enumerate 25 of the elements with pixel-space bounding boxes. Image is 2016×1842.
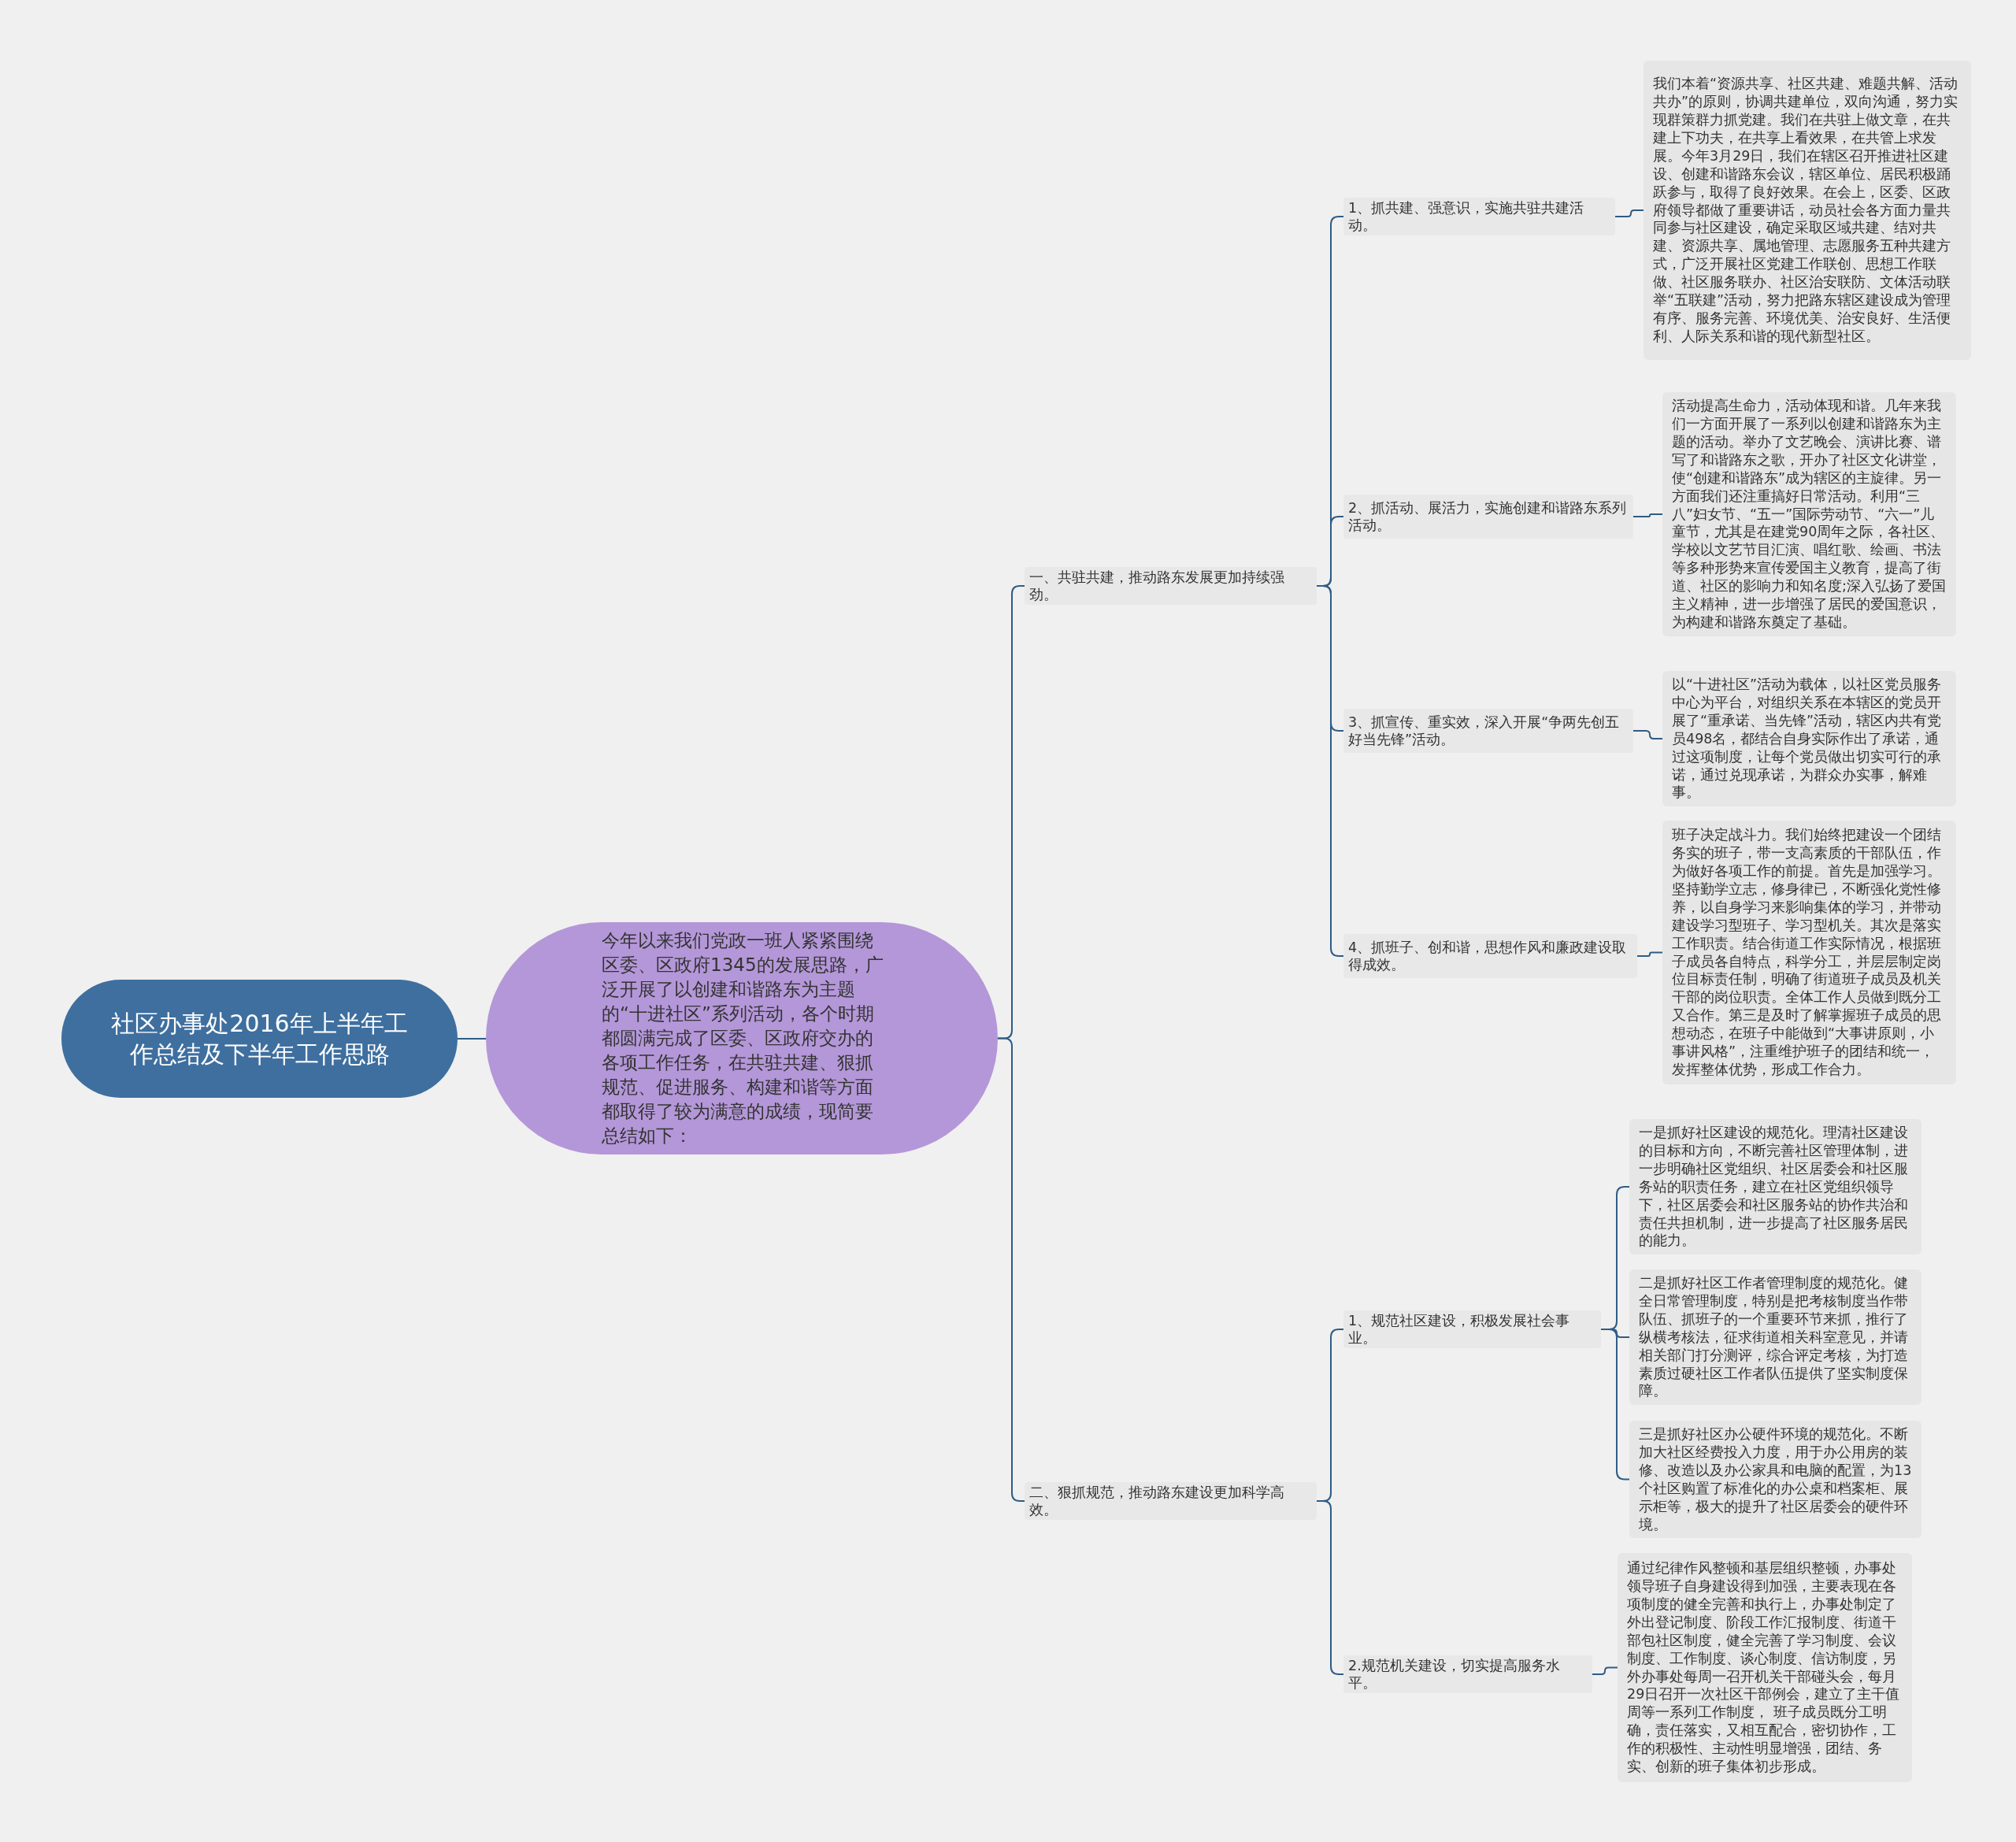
branch-label: 二、狠抓规范，推动路东建设更加科学高效。 [1025,1482,1317,1520]
connector-line [1614,209,1644,217]
branch-label: 2、抓活动、展活力，实施创建和谐路东系列活动。 [1343,495,1633,539]
connector-line [1600,1329,1630,1481]
connector-line [1592,1666,1618,1675]
branch-label: 3、抓宣传、重实效，深入开展“争两先创五好当先锋”活动。 [1343,709,1633,753]
topic-bubble: 社区办事处2016年上半年工作总结及下半年工作思路 [61,980,458,1098]
branch-label: 1、规范社区建设，积极发展社会事业。 [1343,1310,1601,1348]
branch-label: 2.规范机关建设，切实提高服务水平。 [1343,1655,1592,1693]
text-card: 通过纪律作风整顿和基层组织整顿，办事处领导班子自身建设得到加强，主要表现在各项制度的健全完善和执行上，办事处制定了外出登记制度、阶段工作汇报制度、街道干部包社区制度，健全完善了学习制度、会议制度、工作制度、谈心制度、信访制度，另外办事处每周一召开机关干部碰头会，每月29日召开一次社区干部例会，建立了主干值周等一系列工作制度， 班子成员既分工明确，责任落实，又相互配合，密切协作，工作的积极性、主动性明显增强，团结、务实、创新的班子集体初步形成。 [1618,1553,1912,1782]
connector-line [457,1038,487,1040]
branch-label: 一、共驻共建，推动路东发展更加持续强劲。 [1025,567,1317,605]
text-card: 三是抓好社区办公硬件环境的规范化。不断加大社区经费投入力度，用于办公用房的装修、改造以及办公家具和电脑的配置，为13个社区购置了标准化的办公桌和档案柜、展示柜等，极大的提升了社区居委会的硬件环境。 [1629,1421,1922,1539]
text-card: 我们本着“资源共享、社区共建、难题共解、活动共办”的原则，协调共建单位，双向沟通，努力实现群策群力抓党建。我们在共驻上做文章，在共建上下功夫，在共享上看效果，在共管上求发展。今年3月29日，我们在辖区召开推进社区建设、创建和谐路东会议，辖区单位、居民积极踊跃参与，取得了良好效果。在会上，区委、区政府领导都做了重要讲话，动员社会各方面力量共同参与社区建设，确定采取区域共建、结对共建、资源共享、属地管理、志愿服务五种共建方式，广泛开展社区党建工作联创、思想工作联做、社区服务联办、社区治安联防、文体活动联举“五联建”活动，努力把路东辖区建设成为管理有序、服务完善、环境优美、治安良好、生活便利、人际关系和谐的现代新型社区。 [1644,61,1971,360]
text-card: 一是抓好社区建设的规范化。理清社区建设的目标和方向，不断完善社区管理体制，进一步明确社区党组织、社区居委会和社区服务站的职责任务，建立在社区党组织领导下，社区居委会和社区服务站的协作共治和责任共担机制，进一步提高了社区服务居民的能力。 [1629,1119,1922,1255]
connector-line [1632,730,1663,739]
text-card: 活动提高生命力，活动体现和谐。几年来我们一方面开展了一系列以创建和谐路东为主题的活动。举办了文艺晚会、演讲比赛、谱写了和谐路东之歌，开办了社区文化讲堂，使“创建和谐路东”成为辖区的主旋律。另一方面我们还注重搞好日常活动。利用“三八”妇女节、“五一”国际劳动节、“六一”儿童节，尤其是在建党90周年之际，各社区、学校以文艺节目汇演、唱红歌、绘画、书法等多种形势来宣传爱国主义教育，提高了街道、社区的影响力和知名度;深入弘扬了爱国主义精神，进一步增强了居民的爱国意识，为构建和谐路东奠定了基础。 [1662,392,1956,636]
text-card: 班子决定战斗力。我们始终把建设一个团结务实的班子，带一支高素质的干部队伍，作为做好各项工作的前提。首先是加强学习。坚持勤学立志，修身律已，不断强化党性修养，以自身学习来影响集体的学习，并带动建设学习型班子、学习型机关。其次是落实工作职责。结合街道工作实际情况，根据班子成员各自特点，科学分工，并层层制定岗位目标责任制，明确了街道班子成员及机关干部的岗位职责。全体工作人员做到既分工又合作。第三是及时了解掌握班子成员的思想动态，在班子中能做到“大事讲原则，小事讲风格”，注重维护班子的团结和统一，发挥整体优势，形成工作合力。 [1662,821,1956,1084]
branch-label: 1、抓共建、强意识，实施共驻共建活动。 [1343,198,1615,235]
text-card: 二是抓好社区工作者管理制度的规范化。健全日常管理制度，特别是把考核制度当作带队伍、抓班子的一个重要环节来抓，推行了纵横考核法，征求街道相关科室意见，并请相关部门打分测评，综合评定考核，为打造素质过硬社区工作者队伍提供了坚实制度保障。 [1629,1269,1922,1406]
summary-bubble: 今年以来我们党政一班人紧紧围绕区委、区政府1345的发展思路，广泛开展了以创建和谐路东为主题的“十进社区”系列活动，各个时期都圆满完成了区委、区政府交办的各项工作任务，在共驻共建、狠抓规范、促进服务、构建和谐等方面都取得了较为满意的成绩，现简要总结如下： [486,922,998,1154]
branch-label: 4、抓班子、创和谐，思想作风和廉政建设取得成效。 [1343,934,1637,978]
text-card: 以“十进社区”活动为载体，以社区党员服务中心为平台，对组织关系在本辖区的党员开展了“重承诺、当先锋”活动，辖区内共有党员498名，都结合自身实际作出了承诺，通过这项制度，让每个党员做出切实可行的承诺，通过兑现承诺，为群众办实事，解难事。 [1662,671,1956,807]
connector-line [1636,951,1663,957]
connector-line [1632,513,1663,517]
